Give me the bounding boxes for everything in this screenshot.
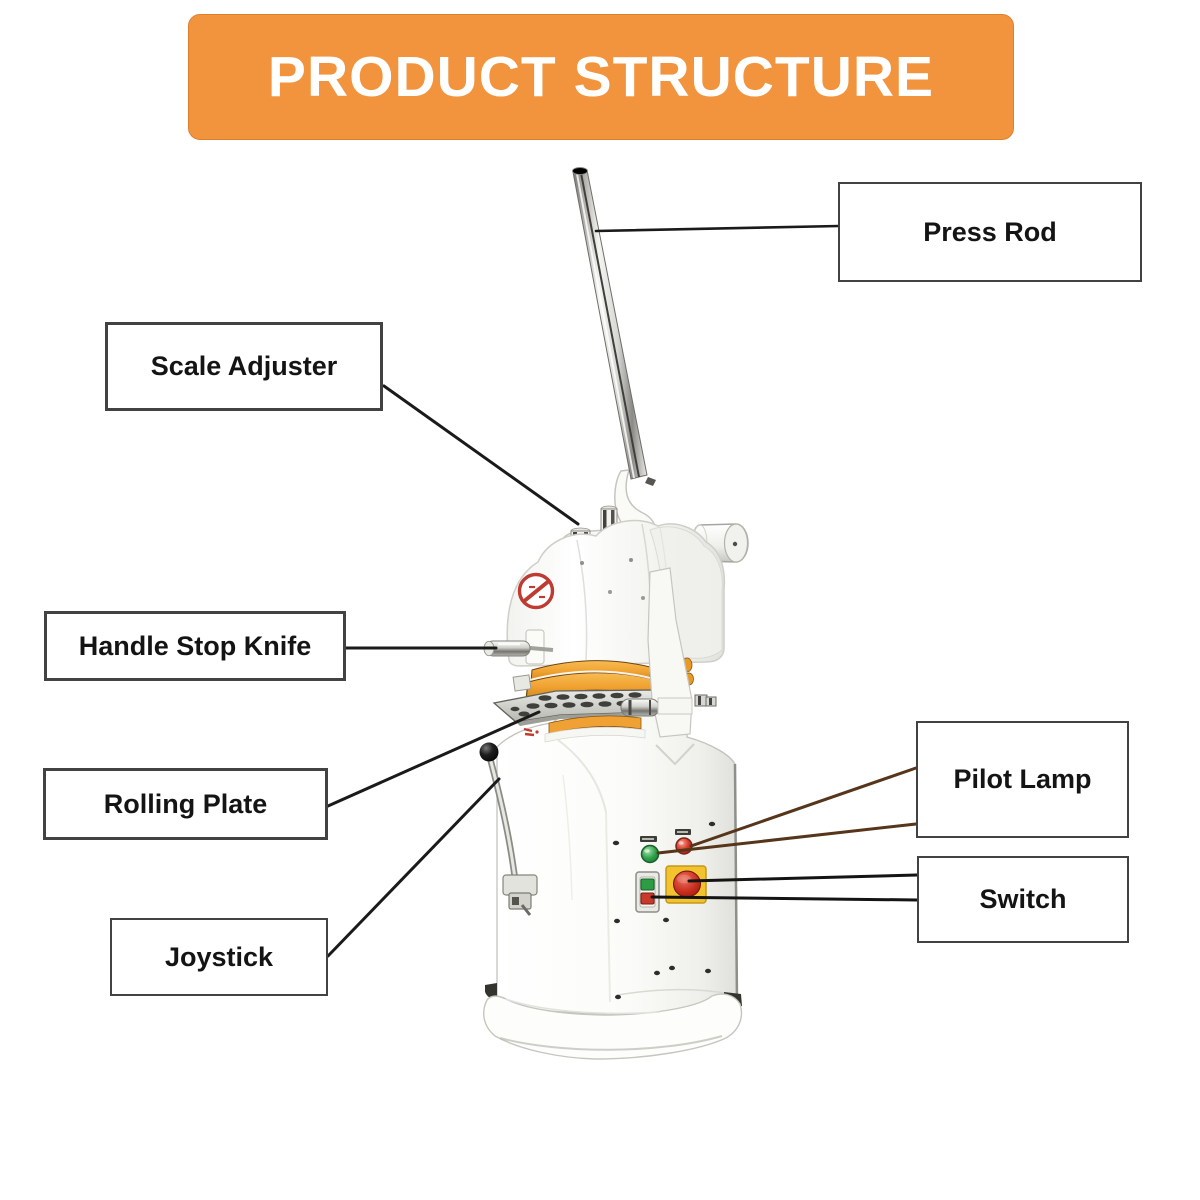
label-switch: Switch bbox=[917, 856, 1129, 943]
machine-foot bbox=[485, 983, 497, 1000]
label-scale-adjuster: Scale Adjuster bbox=[105, 322, 383, 411]
pilot-lamp-leader-2 bbox=[656, 822, 918, 855]
label-scale-adjuster-text: Scale Adjuster bbox=[150, 351, 338, 381]
leader-lines bbox=[326, 224, 919, 958]
handle-stop-knife bbox=[483, 629, 554, 665]
machine-base bbox=[483, 993, 743, 1060]
label-rolling-plate-text: Rolling Plate bbox=[103, 788, 268, 819]
pedestal-body bbox=[483, 700, 743, 1060]
clamp-arm bbox=[620, 567, 717, 738]
rolling-plate-leader bbox=[326, 710, 541, 808]
scale-adjuster-leader bbox=[382, 384, 580, 526]
joystick-bracket bbox=[502, 874, 538, 896]
screw-dots bbox=[612, 821, 716, 1000]
red-mark bbox=[523, 727, 539, 737]
pilot-lamp-green bbox=[640, 844, 660, 864]
page-title: PRODUCT STRUCTURE bbox=[267, 45, 935, 109]
label-press-rod: Press Rod bbox=[838, 182, 1142, 282]
pilot-lamp-leader-1 bbox=[689, 766, 918, 848]
switch-leader-1 bbox=[687, 873, 919, 883]
press-rod-leader bbox=[594, 224, 841, 233]
emergency-stop bbox=[665, 865, 707, 904]
switch-leader-2 bbox=[650, 895, 919, 902]
press-rod bbox=[572, 167, 648, 480]
label-joystick-text: Joystick bbox=[164, 941, 274, 972]
label-handle-stop-knife: Handle Stop Knife bbox=[44, 611, 346, 681]
logo-badge bbox=[517, 572, 555, 610]
joystick-ball bbox=[479, 742, 499, 762]
label-switch-text: Switch bbox=[979, 884, 1067, 914]
header-banner: PRODUCT STRUCTURE bbox=[188, 14, 1014, 140]
label-joystick: Joystick bbox=[110, 918, 328, 996]
label-press-rod-text: Press Rod bbox=[923, 216, 1057, 247]
joystick-leader bbox=[326, 777, 501, 958]
label-pilot-lamp-text: Pilot Lamp bbox=[953, 764, 1092, 794]
power-rocker-switch bbox=[635, 871, 660, 913]
label-rolling-plate: Rolling Plate bbox=[43, 768, 328, 840]
label-pilot-lamp: Pilot Lamp bbox=[916, 721, 1129, 838]
label-handle-stop-knife-text: Handle Stop Knife bbox=[78, 630, 312, 661]
control-panel bbox=[635, 829, 707, 913]
